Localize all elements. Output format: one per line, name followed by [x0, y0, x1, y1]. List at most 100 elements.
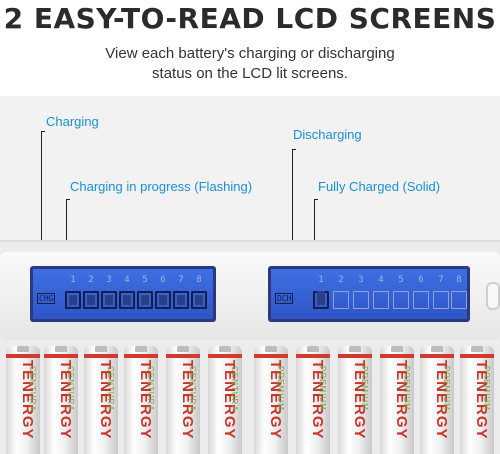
- lcd-left-num-5: 5: [142, 275, 148, 285]
- battery-subbrand: CENTURA: [106, 366, 115, 412]
- lcd-left-num-4: 4: [124, 275, 130, 285]
- leader-tick-progress: [66, 199, 70, 200]
- battery-fill: [69, 295, 77, 305]
- callout-discharging: Discharging: [293, 127, 362, 142]
- leader-tick-fully-charged: [314, 199, 318, 200]
- page-title: 2 EASY-TO-READ LCD SCREENS: [3, 2, 497, 35]
- battery-fill: [141, 295, 149, 305]
- battery-cap: [307, 346, 319, 352]
- battery-cell-icon: [83, 291, 99, 309]
- charger-side-button[interactable]: [486, 282, 500, 310]
- lcd-right-num-8: 8: [456, 275, 462, 285]
- battery-cell-icon: [137, 291, 153, 309]
- battery-stripe: [84, 354, 118, 358]
- battery-fill: [87, 295, 95, 305]
- battery-cap: [391, 346, 403, 352]
- lcd-left-label: CHG: [37, 293, 56, 304]
- battery-brand: TENERGY: [393, 360, 410, 440]
- lcd-left-num-1: 1: [70, 275, 76, 285]
- battery-stripe: [44, 354, 78, 358]
- battery-cell-icon: [313, 291, 329, 309]
- battery-subbrand: CENTURA: [66, 366, 75, 412]
- battery-stripe: [380, 354, 414, 358]
- battery-stripe: [208, 354, 242, 358]
- callout-charging: Charging: [46, 114, 99, 129]
- battery-brand: TENERGY: [57, 360, 74, 440]
- battery-cap: [471, 346, 483, 352]
- battery-cell-icon: [413, 291, 429, 309]
- battery-cap: [431, 346, 443, 352]
- lcd-right-label: DCH: [275, 293, 294, 304]
- battery-cell-icon: [451, 291, 467, 309]
- lcd-left-num-2: 2: [88, 275, 94, 285]
- leader-tick-discharging: [292, 149, 296, 150]
- lcd-screen-right: 1 2 3 4 5 6 7 8 DCH: [268, 266, 470, 322]
- leader-line-discharging: [292, 149, 293, 287]
- subtitle-line-1: View each battery's charging or discharg…: [105, 45, 395, 62]
- battery-cell-icon: [393, 291, 409, 309]
- battery-brand: TENERGY: [97, 360, 114, 440]
- battery-subbrand: PREMIUM: [360, 366, 369, 411]
- battery-stripe: [420, 354, 454, 358]
- battery-cell-icon: [65, 291, 81, 309]
- battery-brand: TENERGY: [309, 360, 326, 440]
- battery-cell-icon: [191, 291, 207, 309]
- battery-stripe: [296, 354, 330, 358]
- lcd-screen-left: 1 2 3 4 5 6 7 8 CHG: [30, 266, 216, 322]
- battery-fill: [177, 295, 185, 305]
- battery-subbrand: CENTURA: [188, 366, 197, 412]
- lcd-left-num-7: 7: [178, 275, 184, 285]
- battery-fill: [159, 295, 167, 305]
- battery-cell-icon: [101, 291, 117, 309]
- battery-brand: TENERGY: [19, 360, 36, 440]
- battery-fill: [105, 295, 113, 305]
- battery-brand: TENERGY: [433, 360, 450, 440]
- lcd-right-num-3: 3: [358, 275, 364, 285]
- lcd-left-num-6: 6: [160, 275, 166, 285]
- battery-cell-icon: [155, 291, 171, 309]
- lcd-right-num-1: 1: [318, 275, 324, 285]
- battery-fill: [317, 291, 325, 305]
- lcd-left-slot-numbers: 1 2 3 4 5 6 7 8: [33, 275, 213, 287]
- battery-cell-icon: [433, 291, 449, 309]
- battery-brand: TENERGY: [351, 360, 368, 440]
- battery-stripe: [6, 354, 40, 358]
- battery-brand: TENERGY: [221, 360, 238, 440]
- battery-subbrand: CENTURA: [146, 366, 155, 412]
- battery-subbrand: CENTURA: [28, 366, 37, 412]
- battery-subbrand: PREMIUM: [482, 366, 491, 411]
- lcd-right-num-2: 2: [338, 275, 344, 285]
- battery-cell-icon: [333, 291, 349, 309]
- battery-stripe: [254, 354, 288, 358]
- battery-cap: [349, 346, 361, 352]
- battery-subbrand: CENTURA: [230, 366, 239, 412]
- battery-cap: [55, 346, 67, 352]
- battery-stripe: [338, 354, 372, 358]
- battery-cell-icon: [353, 291, 369, 309]
- battery-subbrand: PREMIUM: [318, 366, 327, 411]
- battery-brand: TENERGY: [137, 360, 154, 440]
- leader-tick-charging: [41, 131, 45, 132]
- battery-subbrand: PREMIUM: [442, 366, 451, 411]
- battery-cap: [135, 346, 147, 352]
- lcd-right-slot-numbers: 1 2 3 4 5 6 7 8: [271, 275, 467, 287]
- battery-cell-icon: [173, 291, 189, 309]
- battery-subbrand: PREMIUM: [402, 366, 411, 411]
- battery-cap: [265, 346, 277, 352]
- battery-cap: [95, 346, 107, 352]
- leader-line-charging: [41, 131, 42, 286]
- battery-stripe: [460, 354, 494, 358]
- battery-cap: [17, 346, 29, 352]
- battery-cap: [219, 346, 231, 352]
